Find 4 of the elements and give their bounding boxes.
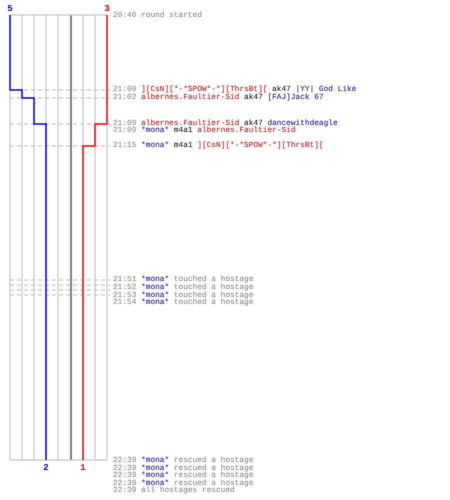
player-count: 1 [80,464,86,473]
player-count: 3 [104,5,110,14]
player-count: 2 [43,464,49,473]
player-count: 5 [7,5,13,14]
